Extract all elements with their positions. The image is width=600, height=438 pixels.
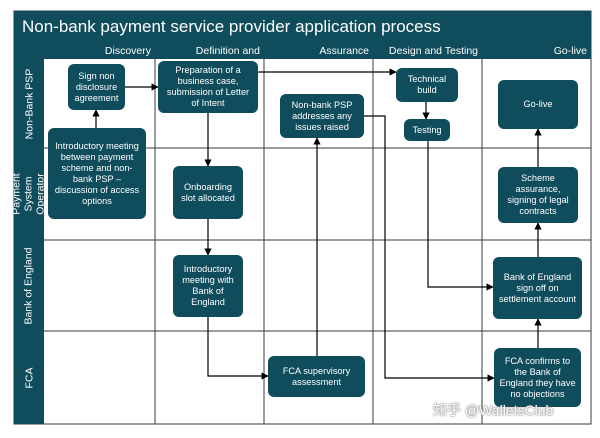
step-scheme-assurance: Scheme assurance, signing of legal contr…	[498, 167, 578, 223]
lane-non-bank-psp: Non-Bank PSP	[14, 59, 44, 148]
lane-fca: FCA	[14, 331, 44, 424]
connector	[207, 317, 269, 380]
lane-label-text: FCA	[23, 367, 35, 388]
step-technical-build: Technical build	[396, 68, 458, 102]
diagram-title: Non-bank payment service provider applic…	[14, 11, 591, 43]
phase-go-live: Go-live	[482, 43, 591, 59]
lane-label-text: Bank of England	[23, 246, 35, 325]
step-onboarding-slot: Onboarding slot allocated	[173, 166, 243, 219]
step-address-issues: Non-bank PSP addresses any issues raised	[280, 94, 364, 138]
phase-design-testing: Design and Testing	[373, 43, 482, 59]
step-fca-assessment: FCA supervisory assessment	[268, 356, 365, 397]
phase-definition-planning: Definition and Planning	[155, 43, 264, 73]
phase-assurance: Assurance	[264, 43, 373, 59]
step-go-live: Go-live	[498, 80, 578, 129]
step-intro-meeting-boe: Introductory meeting with Bank of Englan…	[173, 255, 243, 317]
phase-discovery: Discovery	[44, 43, 155, 59]
step-business-case: Preparation of a business case, submissi…	[158, 61, 258, 113]
connector	[427, 141, 494, 291]
phase-header-corner	[14, 43, 44, 59]
watermark: 知乎 @WalletsClub	[433, 402, 554, 418]
lane-label-text: Non-Bank PSP	[23, 68, 35, 139]
lane-payment-system-operator: Payment System Operator	[11, 148, 47, 240]
step-fca-confirms: FCA confirms to the Bank of England they…	[494, 348, 581, 407]
connector	[364, 115, 495, 382]
step-boe-signoff: Bank of England sign off on settlement a…	[493, 257, 582, 319]
step-testing: Testing	[404, 119, 450, 141]
lane-bank-of-england: Bank of England	[14, 240, 44, 331]
step-sign-nda: Sign non disclosure agreement	[68, 64, 125, 110]
step-intro-meeting-scheme: Introductory meeting between payment sch…	[48, 128, 146, 219]
lane-label-text: Payment System Operator	[11, 173, 47, 215]
